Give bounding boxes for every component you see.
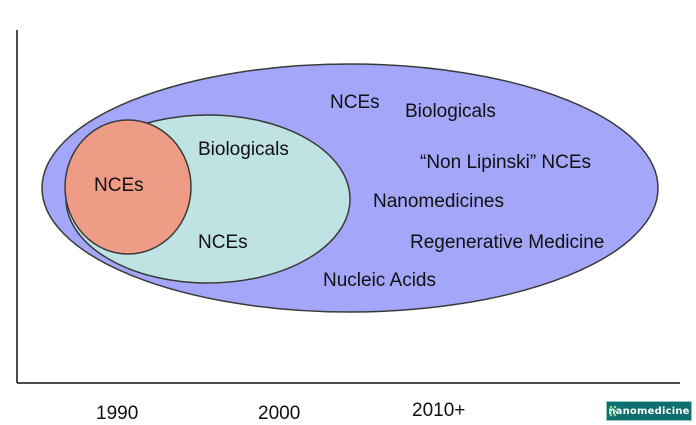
nanomedicine-logo-icon <box>609 405 617 417</box>
inner-label-nces: NCEs <box>94 175 144 196</box>
inner-circle-1990 <box>64 119 192 255</box>
outer-label-regenerative-medicine: Regenerative Medicine <box>410 232 604 253</box>
nanomedicine-logo: nanomedicine <box>606 401 692 421</box>
x-tick-2000: 2000 <box>258 403 300 424</box>
logo-text: nanomedicine <box>608 405 690 417</box>
middle-label-biologicals: Biologicals <box>198 139 289 160</box>
outer-label-nucleic-acids: Nucleic Acids <box>323 270 436 291</box>
outer-label-non-lipinski-nces: “Non Lipinski” NCEs <box>420 152 591 173</box>
middle-label-nces: NCEs <box>198 232 248 253</box>
x-tick-1990: 1990 <box>96 403 138 424</box>
outer-label-nces: NCEs <box>330 92 380 113</box>
outer-label-biologicals: Biologicals <box>405 101 496 122</box>
outer-label-nanomedicines: Nanomedicines <box>373 191 504 212</box>
x-tick-2010-plus: 2010+ <box>412 400 465 421</box>
